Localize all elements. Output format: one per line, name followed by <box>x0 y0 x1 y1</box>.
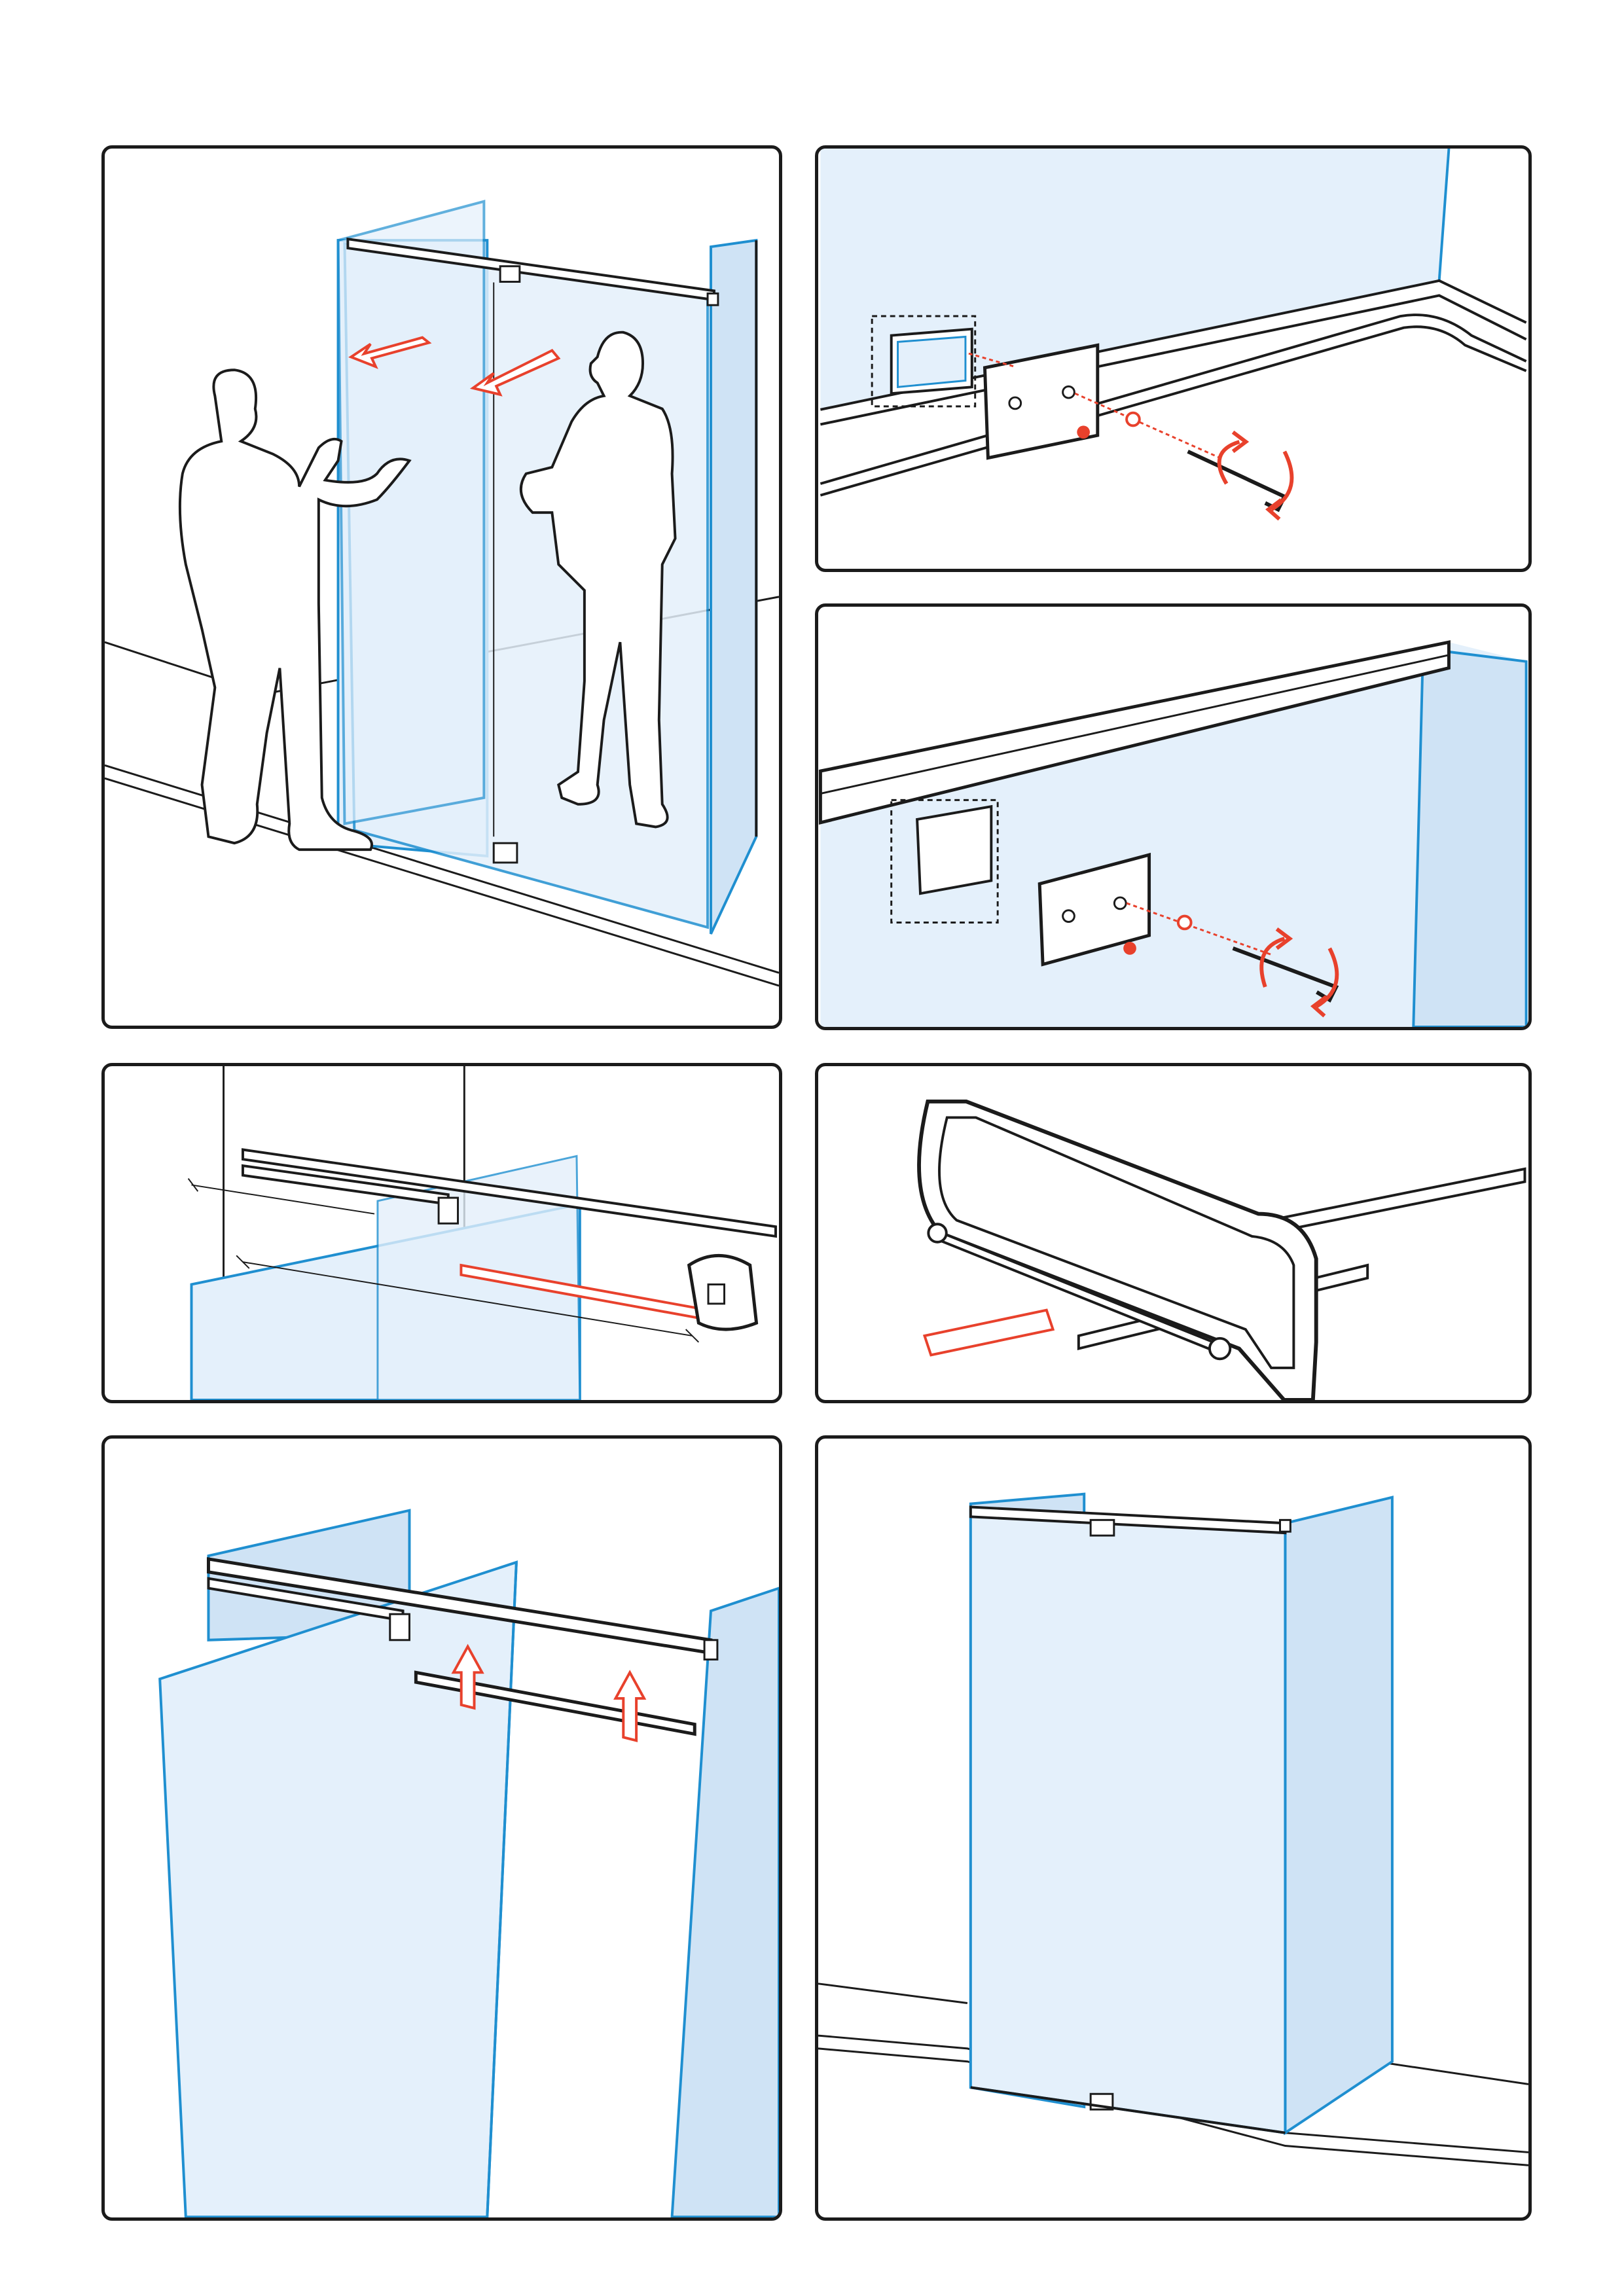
installers-illustration <box>105 200 779 987</box>
wall-bracket-illustration <box>820 149 1527 521</box>
glass-panel <box>820 642 1526 1027</box>
cut-offcut <box>922 1308 1055 1357</box>
wall-glass-panel <box>820 149 1449 410</box>
move-arrow-icon <box>469 349 561 397</box>
door-glass-panel <box>969 1509 1287 2134</box>
up-arrow-icon <box>451 1643 484 1710</box>
step-2-panel <box>815 145 1532 572</box>
bracket-plate <box>983 343 1100 460</box>
step-6-panel <box>101 1435 782 2221</box>
screw-icon <box>1077 425 1090 439</box>
step-5-panel <box>815 1063 1532 1403</box>
step-1-panel <box>101 145 782 1029</box>
bracket-plate <box>1038 852 1151 967</box>
step-3-panel <box>815 603 1532 1030</box>
finished-enclosure-illustration <box>818 1492 1528 2166</box>
rail-bracket-illustration <box>818 640 1528 1027</box>
allen-key-icon <box>1187 450 1288 512</box>
side-glass-panel <box>670 1587 779 2217</box>
screw-icon <box>1123 942 1136 955</box>
rail-clamp <box>499 265 521 283</box>
installer-left-figure <box>178 368 412 852</box>
side-glass-panel <box>1284 1496 1394 2136</box>
hacksaw-illustration <box>917 1100 1526 1400</box>
top-rail <box>969 1505 1287 1535</box>
rotate-arrow-icon <box>1217 430 1250 485</box>
floor-guide <box>492 842 518 864</box>
rotate-arrow-icon <box>1259 927 1293 988</box>
step-4-panel <box>101 1063 782 1403</box>
move-arrow-icon <box>348 336 432 369</box>
washer-icon <box>1176 914 1193 931</box>
step-7-panel <box>815 1435 1532 2221</box>
measure-illustration <box>187 1066 777 1400</box>
installer-right-figure <box>519 331 677 829</box>
side-glass-panel <box>710 238 758 935</box>
tape-measure-icon <box>687 1253 759 1331</box>
top-rail <box>242 1148 777 1238</box>
side-glass-panel <box>1412 647 1528 1027</box>
washer-icon <box>1125 411 1141 427</box>
fixed-glass-panel <box>336 200 486 825</box>
stabiliser-illustration <box>158 1509 779 2217</box>
up-arrow-icon <box>613 1670 647 1742</box>
top-rail <box>818 640 1451 825</box>
